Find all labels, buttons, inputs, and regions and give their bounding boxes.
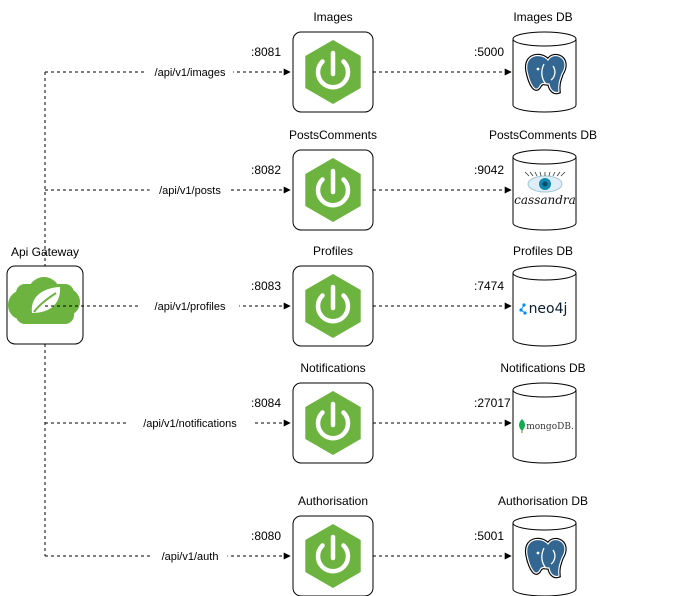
service-port: :8080 (251, 529, 281, 543)
db-port: :7474 (474, 279, 504, 293)
route-label: /api/v1/posts (159, 185, 221, 197)
mongodb-logo-text: mongoDB. (526, 422, 574, 432)
db-port: :27017 (474, 396, 511, 410)
cylinder-top (512, 149, 577, 165)
service-profiles[interactable]: Profiles (292, 244, 374, 347)
db-name: Profiles DB (513, 244, 573, 258)
power-arc (315, 293, 351, 324)
power-arc (315, 410, 351, 441)
spring-boot-icon (305, 274, 361, 338)
cassandra-logo-text: cassandra (514, 193, 576, 207)
db-port: :9042 (474, 163, 504, 177)
route-label-bg (146, 65, 234, 79)
neo4j-logo-text: neo4j (529, 301, 568, 317)
route-label-bg (140, 299, 240, 313)
postgresql-icon (525, 53, 567, 95)
database-authorisation[interactable]: Authorisation DB (498, 494, 588, 596)
cylinder-body (512, 390, 577, 464)
api-gateway[interactable]: Api Gateway (6, 245, 84, 345)
service-row-postscomments: PostsComments :8082 :9042 PostsComments DB c… (45, 128, 597, 231)
power-arc (315, 177, 351, 208)
db-port: :5001 (474, 529, 504, 543)
power-arc (315, 543, 351, 574)
database-profiles[interactable]: Profiles DB neo4j (512, 244, 577, 347)
service-images[interactable]: Images (292, 10, 374, 113)
service-authorisation[interactable]: Authorisation (292, 494, 374, 596)
service-postscomments[interactable]: PostsComments (289, 128, 377, 231)
db-name: Authorisation DB (498, 494, 588, 508)
service-name: Notifications (300, 361, 365, 375)
postgresql-icon (525, 537, 567, 579)
spring-boot-icon (305, 40, 361, 104)
spring-boot-icon (305, 524, 361, 588)
cylinder-body (512, 273, 577, 347)
db-name: PostsComments DB (489, 128, 597, 142)
spring-cloud-icon (8, 277, 80, 324)
service-port: :8081 (251, 45, 281, 59)
service-rows: Images :8081 :5000 Images DB/api/v1/imagesP… (44, 10, 597, 596)
service-notifications[interactable]: Notifications (292, 361, 374, 464)
cassandra-icon: cassandra (514, 171, 576, 207)
cylinder-top (512, 515, 577, 531)
service-port: :8084 (251, 396, 281, 410)
db-port: :5000 (474, 45, 504, 59)
cylinder-top (512, 265, 577, 281)
service-name: Images (313, 10, 352, 24)
spring-boot-icon (305, 158, 361, 222)
service-port: :8083 (251, 279, 281, 293)
mongodb-icon: mongoDB. (519, 419, 574, 433)
service-name: PostsComments (289, 128, 377, 142)
cylinder-top (512, 31, 577, 47)
route-label-bg (126, 416, 254, 430)
service-row-authorisation: Authorisation :8080 :5001 Authorisation DB (45, 494, 588, 596)
service-row-images: Images :8081 :5000 Images DB (45, 10, 577, 113)
database-notifications[interactable]: Notifications DB mongoDB. (500, 361, 586, 464)
route-label-bg (149, 183, 231, 197)
db-name: Images DB (513, 10, 572, 24)
route-label-bg (152, 549, 228, 563)
service-row-profiles: Profiles :8083 :7474 Profiles DB neo4j (45, 244, 577, 347)
spring-boot-icon (305, 391, 361, 455)
power-arc (315, 59, 351, 90)
route-label: /api/v1/notifications (143, 418, 237, 430)
cylinder-top (512, 382, 577, 398)
neo4j-icon: neo4j (519, 301, 567, 317)
route-label: /api/v1/auth (162, 551, 219, 563)
service-name: Profiles (313, 244, 353, 258)
database-postscomments[interactable]: PostsComments DB cassandra (489, 128, 597, 231)
route-label: /api/v1/profiles (155, 301, 226, 313)
route-label: /api/v1/images (155, 67, 226, 79)
db-name: Notifications DB (500, 361, 585, 375)
service-name: Authorisation (298, 494, 368, 508)
database-images[interactable]: Images DB (512, 10, 577, 113)
service-port: :8082 (251, 163, 281, 177)
